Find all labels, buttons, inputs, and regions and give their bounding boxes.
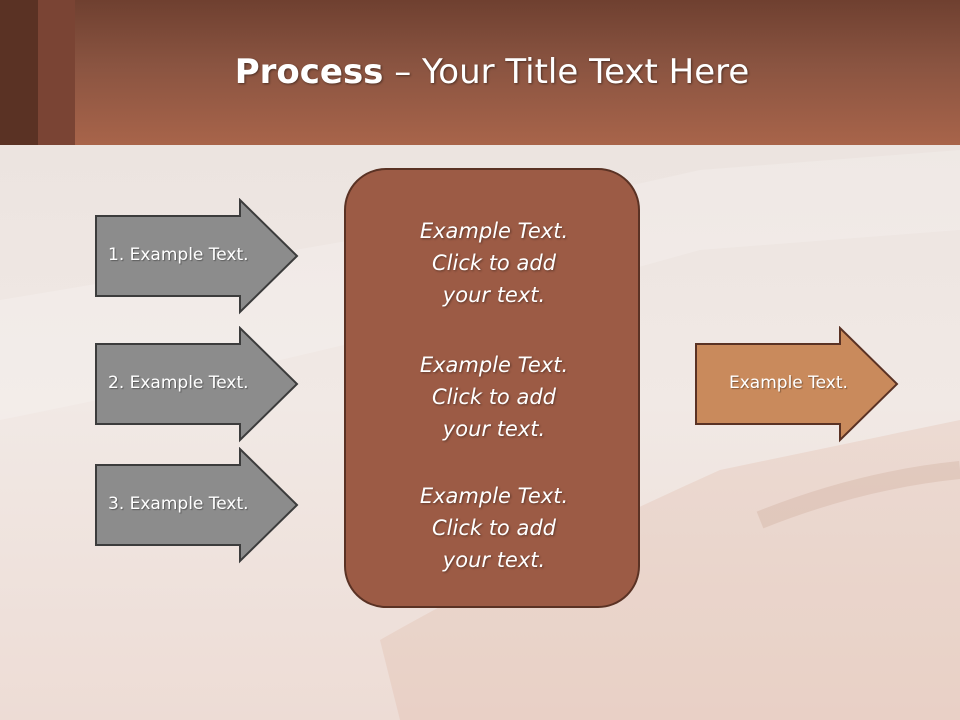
output-arrow — [695, 326, 899, 443]
center-text-block-1: Example Text. Click to add your text. — [346, 215, 642, 311]
input-arrow-3 — [95, 447, 299, 564]
center-text-line: Example Text. — [419, 219, 569, 243]
center-text-line: Example Text. — [419, 353, 569, 377]
header-band — [0, 0, 960, 145]
header-accent-bar — [0, 0, 38, 145]
center-text-block-2: Example Text. Click to add your text. — [346, 349, 642, 445]
center-text-line: Click to add — [431, 516, 556, 540]
center-text-line: Click to add — [431, 251, 556, 275]
title-rest: – Your Title Text Here — [383, 52, 750, 92]
center-text-line: your text. — [442, 417, 546, 441]
input-arrow-2 — [95, 326, 299, 443]
center-text-line: your text. — [442, 283, 546, 307]
center-text-line: Example Text. — [419, 484, 569, 508]
title-bold: Process — [234, 52, 384, 92]
center-text-block-3: Example Text. Click to add your text. — [346, 480, 642, 576]
input-arrow-1 — [95, 198, 299, 315]
input-label-3: 3. Example Text. — [108, 494, 249, 514]
slide-title: Process – Your Title Text Here — [0, 52, 960, 92]
input-label-2: 2. Example Text. — [108, 373, 249, 393]
center-text-line: your text. — [442, 548, 546, 572]
center-text-line: Click to add — [431, 385, 556, 409]
input-label-1: 1. Example Text. — [108, 245, 249, 265]
output-label: Example Text. — [729, 373, 848, 393]
center-process-box: Example Text. Click to add your text. Ex… — [344, 168, 640, 608]
header-accent-bar — [38, 0, 75, 145]
